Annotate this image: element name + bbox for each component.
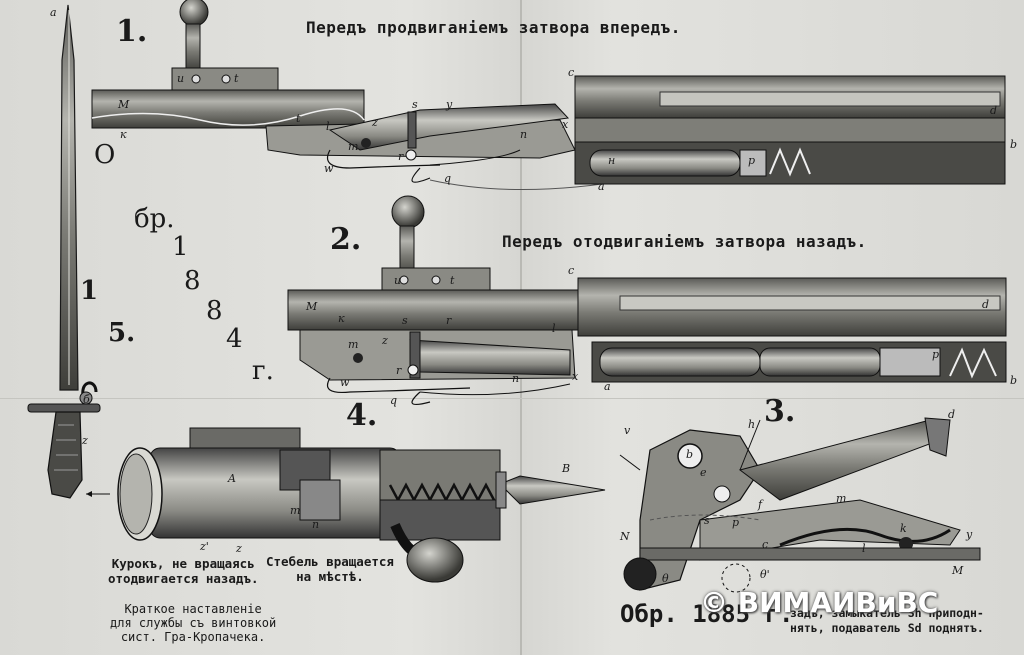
label-fig3-m: m bbox=[836, 492, 847, 505]
label-fig2-q: q bbox=[390, 394, 398, 407]
label-fig2-c: c bbox=[568, 264, 575, 277]
label-fig1-k: к bbox=[120, 128, 127, 141]
label-fig3-y: y bbox=[966, 528, 973, 541]
label-fig3-e: e bbox=[700, 466, 707, 479]
label-fig1-y: y bbox=[446, 98, 453, 111]
label-fig1-M: M bbox=[118, 98, 130, 111]
label-fig4-B: B bbox=[562, 462, 571, 475]
label-bayonet-b: б bbox=[83, 393, 90, 406]
label-fig1-b: b bbox=[1010, 138, 1018, 151]
label-fig3-s: s bbox=[704, 514, 710, 527]
label-fig4-A: A bbox=[228, 472, 236, 485]
label-fig1-x: x bbox=[562, 118, 569, 131]
label-fig3-p: p bbox=[732, 516, 740, 529]
side-text-4: 8 bbox=[206, 296, 223, 326]
label-fig2-p: p bbox=[932, 348, 940, 361]
label-bayonet-z: z bbox=[82, 434, 88, 447]
label-fig2-M: M bbox=[306, 300, 318, 313]
blade-number-5: 5. bbox=[108, 318, 136, 348]
label-fig1-z: z bbox=[372, 116, 378, 129]
label-fig1-t2: t bbox=[296, 112, 301, 125]
label-fig1-l: l bbox=[326, 120, 330, 133]
side-text-6: г. bbox=[252, 356, 274, 386]
watermark: © ВИМАИВиВС bbox=[700, 586, 939, 619]
label-fig4-m: m bbox=[290, 504, 301, 517]
label-fig3-h: h bbox=[748, 418, 756, 431]
label-fig1-q: q bbox=[444, 172, 452, 185]
heading-middle: Передъ отодвиганіемъ затвора назадъ. bbox=[502, 232, 867, 251]
label-fig1-p: p bbox=[748, 154, 756, 167]
label-fig2-w: w bbox=[340, 376, 350, 389]
figure-number-1: 1. bbox=[116, 14, 148, 49]
label-fig4-z: z bbox=[236, 542, 242, 555]
label-fig2-z: z bbox=[382, 334, 388, 347]
label-fig1-s: s bbox=[412, 98, 418, 111]
figure-number-3: 3. bbox=[764, 394, 796, 429]
label-fig1-d: d bbox=[990, 104, 998, 117]
label-fig1-n2: н bbox=[608, 154, 616, 167]
figure-4-drawing bbox=[117, 427, 606, 583]
label-fig2-b: b bbox=[1010, 374, 1018, 387]
label-fig3-theta: θ bbox=[662, 572, 669, 585]
label-fig1-t: t bbox=[234, 72, 239, 85]
label-fig3-l: l bbox=[862, 542, 866, 555]
label-fig3-M: M bbox=[952, 564, 964, 577]
label-fig3-theta2: θ' bbox=[760, 568, 770, 581]
label-fig3-k: k bbox=[900, 522, 907, 535]
label-fig2-a: a bbox=[604, 380, 611, 393]
label-fig2-r: r bbox=[446, 314, 452, 327]
label-fig2-t: t bbox=[450, 274, 455, 287]
caption-fig3: задъ, замыкатель Sh приподн-нять, подава… bbox=[790, 606, 984, 635]
side-text-0: О bbox=[94, 140, 116, 170]
caption-obr: Обр. 1885 г. bbox=[620, 600, 794, 628]
figure-3-drawing bbox=[619, 417, 981, 593]
figure-1-drawing bbox=[91, 0, 1006, 191]
figure-number-2: 2. bbox=[330, 222, 362, 257]
figure-number-4: 4. bbox=[346, 398, 378, 433]
label-fig3-d: d bbox=[948, 408, 956, 421]
label-fig3-f: f bbox=[758, 498, 763, 511]
side-text-3: 8 bbox=[184, 266, 201, 296]
label-fig3-v: v bbox=[624, 424, 631, 437]
label-bayonet-a: a bbox=[50, 6, 57, 19]
heading-top: Передъ продвиганіемъ затвора впередъ. bbox=[306, 18, 681, 37]
label-fig2-u: u bbox=[394, 274, 402, 287]
label-fig2-r2: r bbox=[396, 364, 402, 377]
label-fig1-w: w bbox=[324, 162, 334, 175]
side-text-2: 1 bbox=[172, 232, 189, 262]
label-fig1-m: m bbox=[348, 140, 359, 153]
label-fig1-n: n bbox=[520, 128, 528, 141]
label-fig2-l: l bbox=[552, 322, 556, 335]
label-fig1-c: c bbox=[568, 66, 575, 79]
label-fig1-a: a bbox=[598, 180, 605, 193]
label-fig4-z1: z' bbox=[200, 540, 209, 553]
label-fig2-m: m bbox=[348, 338, 359, 351]
side-text-5: 4 bbox=[226, 324, 243, 354]
bayonet-drawing bbox=[27, 4, 110, 499]
label-fig3-N: N bbox=[620, 530, 630, 543]
figure-2-drawing bbox=[287, 195, 1007, 405]
side-text-1: бр. bbox=[134, 204, 175, 234]
label-fig2-d: d bbox=[982, 298, 990, 311]
label-fig2-n: n bbox=[512, 372, 520, 385]
label-fig2-x: x bbox=[572, 370, 579, 383]
label-fig4-n: n bbox=[312, 518, 320, 531]
label-fig2-k: к bbox=[338, 312, 345, 325]
label-fig3-b: b bbox=[686, 448, 694, 461]
label-fig3-c: c bbox=[762, 538, 769, 551]
horizontal-fold-line bbox=[0, 398, 1024, 399]
blade-number-1: 1 bbox=[80, 276, 99, 306]
label-fig1-r: r bbox=[398, 150, 404, 163]
label-fig1-u: u bbox=[177, 72, 185, 85]
label-fig2-s: s bbox=[402, 314, 408, 327]
